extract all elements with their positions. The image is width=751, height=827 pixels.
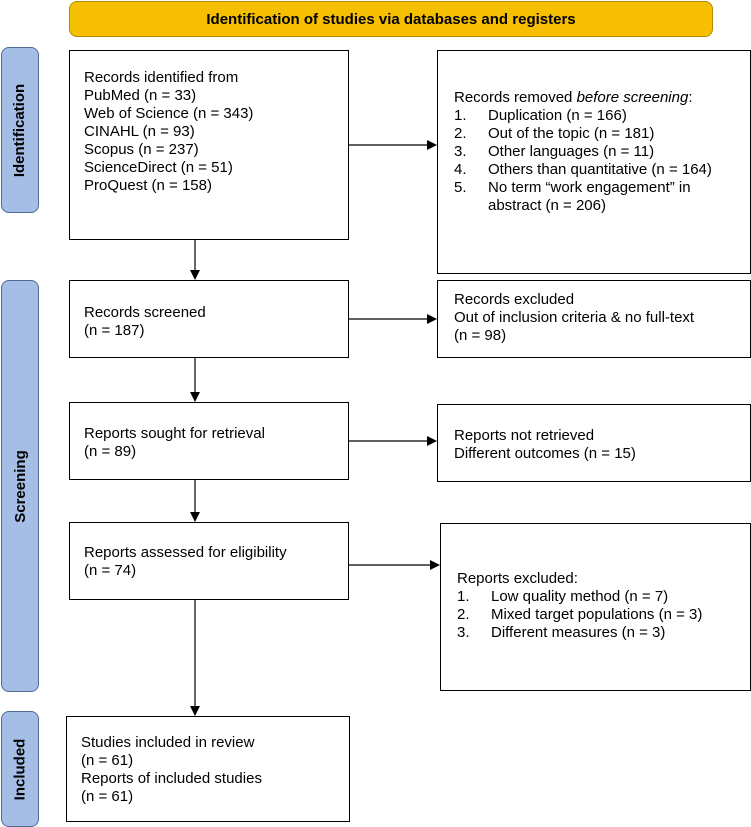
exclusion-reasons-list: 1.Low quality method (n = 7) 2.Mixed tar…	[457, 588, 742, 642]
records-screened-box: Records screened (n = 187)	[69, 280, 349, 358]
phase-label-screening: Screening	[1, 280, 39, 692]
records-excluded-label: Records excluded	[454, 291, 575, 308]
records-excluded-count: (n = 98)	[454, 327, 507, 344]
reports-not-retrieved-label: Reports not retrieved	[454, 427, 595, 444]
reports-assessed-label: Reports assessed for eligibility	[84, 544, 287, 561]
reports-not-retrieved-box: Reports not retrieved Different outcomes…	[437, 404, 751, 482]
list-item: 3.Other languages (n = 11)	[454, 143, 655, 160]
records-screened-label: Records screened	[84, 304, 206, 321]
phase-label-identification: Identification	[1, 47, 39, 213]
list-item: 5.No term “work engagement” in abstract …	[454, 179, 691, 214]
records-excluded-box: Records excluded Out of inclusion criter…	[437, 280, 751, 358]
source-item: ScienceDirect (n = 51)	[84, 159, 233, 176]
list-item: 2.Out of the topic (n = 181)	[454, 125, 655, 142]
source-item: PubMed (n = 33)	[84, 87, 197, 104]
records-identified-box: Records identified from PubMed (n = 33) …	[69, 50, 349, 240]
source-item: ProQuest (n = 158)	[84, 177, 212, 194]
removal-reasons-list: 1.Duplication (n = 166) 2.Out of the top…	[454, 107, 742, 215]
source-item: CINAHL (n = 93)	[84, 123, 195, 140]
records-excluded-reason: Out of inclusion criteria & no full-text	[454, 309, 695, 326]
list-item: 1.Duplication (n = 166)	[454, 107, 627, 124]
source-item: Web of Science (n = 343)	[84, 105, 254, 122]
list-item: 2.Mixed target populations (n = 3)	[457, 606, 703, 623]
studies-included-count: (n = 61)	[81, 752, 134, 769]
reports-sought-count: (n = 89)	[84, 443, 137, 460]
list-item: 3.Different measures (n = 3)	[457, 624, 666, 641]
records-removed-box: Records removed before screening: 1.Dupl…	[437, 50, 751, 274]
reports-assessed-box: Reports assessed for eligibility (n = 74…	[69, 522, 349, 600]
phase-label-included: Included	[1, 711, 39, 827]
reports-sought-label: Reports sought for retrieval	[84, 425, 265, 442]
records-screened-count: (n = 187)	[84, 322, 145, 339]
reports-excluded-heading: Reports excluded:	[457, 570, 578, 587]
reports-included-count: (n = 61)	[81, 788, 134, 805]
diagram-title-banner: Identification of studies via databases …	[69, 1, 713, 37]
list-item: 4.Others than quantitative (n = 164)	[454, 161, 712, 178]
records-identified-heading: Records identified from	[84, 69, 239, 86]
diagram-title: Identification of studies via databases …	[206, 10, 576, 28]
reports-not-retrieved-reason: Different outcomes (n = 15)	[454, 445, 636, 462]
records-removed-heading: Records removed before screening:	[454, 89, 693, 106]
reports-sought-box: Reports sought for retrieval (n = 89)	[69, 402, 349, 480]
studies-included-box: Studies included in review (n = 61) Repo…	[66, 716, 350, 822]
reports-included-label: Reports of included studies	[81, 770, 262, 787]
reports-assessed-count: (n = 74)	[84, 562, 137, 579]
source-item: Scopus (n = 237)	[84, 141, 199, 158]
studies-included-label: Studies included in review	[81, 734, 255, 751]
reports-excluded-box: Reports excluded: 1.Low quality method (…	[440, 523, 751, 691]
list-item: 1.Low quality method (n = 7)	[457, 588, 669, 605]
